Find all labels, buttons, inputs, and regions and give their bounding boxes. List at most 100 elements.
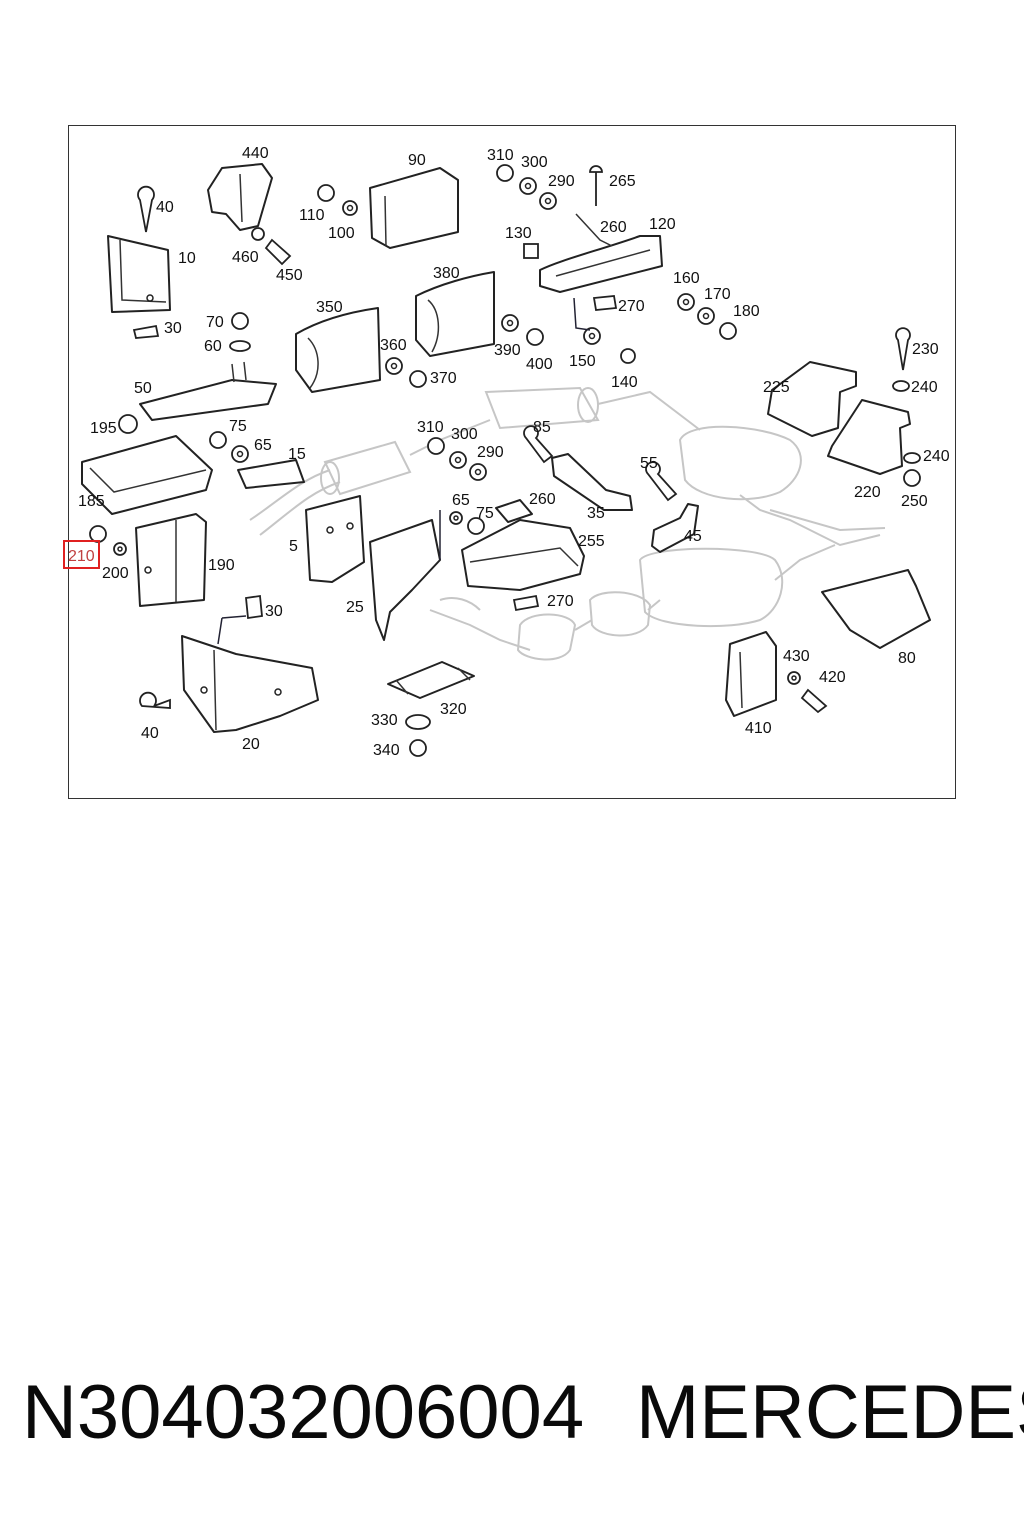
heat-shield-25 xyxy=(369,510,441,641)
heat-shield-90 xyxy=(369,167,459,249)
callout-25: 25 xyxy=(346,599,364,616)
callout-290-top: 290 xyxy=(548,173,575,190)
callout-40-bottom: 40 xyxy=(141,725,159,742)
callout-labels: 440 90 310 300 290 265 40 110 100 130 26… xyxy=(63,145,950,759)
callout-200: 200 xyxy=(102,565,129,582)
callout-195: 195 xyxy=(90,420,117,437)
hardware xyxy=(89,164,921,757)
callout-35: 35 xyxy=(587,505,605,522)
heat-shield-410 xyxy=(725,631,777,717)
heat-shield-190 xyxy=(135,513,207,607)
callout-85: 85 xyxy=(533,419,551,436)
callout-340: 340 xyxy=(373,742,400,759)
callout-360: 360 xyxy=(380,337,407,354)
callout-300-top: 300 xyxy=(521,154,548,171)
callout-240-right: 240 xyxy=(923,448,950,465)
callout-255: 255 xyxy=(578,533,605,550)
callout-250: 250 xyxy=(901,493,928,510)
heat-shield-80 xyxy=(821,569,931,649)
callout-380: 380 xyxy=(433,265,460,282)
callout-120: 120 xyxy=(649,216,676,233)
callout-65-mid: 65 xyxy=(452,492,470,509)
callout-350: 350 xyxy=(316,299,343,316)
heat-shield-255 xyxy=(461,499,585,591)
callout-70: 70 xyxy=(206,314,224,331)
callout-210-highlight: 210 xyxy=(63,540,100,569)
callout-90: 90 xyxy=(408,152,426,169)
callout-80: 80 xyxy=(898,650,916,667)
bracket-15 xyxy=(237,459,305,489)
bracket-185 xyxy=(81,435,213,515)
callout-220: 220 xyxy=(854,484,881,501)
callout-190: 190 xyxy=(208,557,235,574)
callout-440: 440 xyxy=(242,145,269,162)
callout-20: 20 xyxy=(242,736,260,753)
bracket-220 xyxy=(827,399,911,475)
callout-130: 130 xyxy=(505,225,532,242)
callout-75-mid: 75 xyxy=(476,505,494,522)
callout-260-top: 260 xyxy=(600,219,627,236)
callout-180: 180 xyxy=(733,303,760,320)
callout-230: 230 xyxy=(912,341,939,358)
callout-150: 150 xyxy=(569,353,596,370)
callout-30-mid: 30 xyxy=(265,603,283,620)
callout-310-top: 310 xyxy=(487,147,514,164)
callout-30-top: 30 xyxy=(164,320,182,337)
brand-name: MERCEDES xyxy=(636,1370,1024,1455)
callout-50: 50 xyxy=(134,380,152,397)
bracket-225 xyxy=(767,361,857,437)
callout-100: 100 xyxy=(328,225,355,242)
heat-shield-350 xyxy=(295,307,381,393)
callout-430: 430 xyxy=(783,648,810,665)
callout-170: 170 xyxy=(704,286,731,303)
rubber-mount-320 xyxy=(387,661,475,699)
callout-290-mid: 290 xyxy=(477,444,504,461)
footer: N304032006004 MERCEDES xyxy=(0,1375,1024,1475)
callout-265: 265 xyxy=(609,173,636,190)
bracket-35 xyxy=(551,453,633,511)
callout-260-mid: 260 xyxy=(529,491,556,508)
callout-225: 225 xyxy=(763,379,790,396)
callout-410: 410 xyxy=(745,720,772,737)
heat-shield-10 xyxy=(107,235,171,313)
callout-10: 10 xyxy=(178,250,196,267)
diagram-frame xyxy=(68,125,956,799)
callout-390: 390 xyxy=(494,342,521,359)
callout-75-left: 75 xyxy=(229,418,247,435)
callout-420: 420 xyxy=(819,669,846,686)
callout-320: 320 xyxy=(440,701,467,718)
callout-5: 5 xyxy=(289,538,298,555)
callout-140: 140 xyxy=(611,374,638,391)
callout-400: 400 xyxy=(526,356,553,373)
bracket-120 xyxy=(539,213,663,293)
bracket-50 xyxy=(139,361,277,421)
callout-240-top: 240 xyxy=(911,379,938,396)
callout-65-left: 65 xyxy=(254,437,272,454)
callout-450: 450 xyxy=(276,267,303,284)
callout-15: 15 xyxy=(288,446,306,463)
callout-270-mid: 270 xyxy=(547,593,574,610)
callout-370: 370 xyxy=(430,370,457,387)
callout-60: 60 xyxy=(204,338,222,355)
callout-300-mid: 300 xyxy=(451,426,478,443)
callout-460: 460 xyxy=(232,249,259,266)
callout-330: 330 xyxy=(371,712,398,729)
heat-shield-20 xyxy=(181,635,319,733)
part-number: N304032006004 xyxy=(22,1370,585,1455)
exhaust-system-ghost xyxy=(249,386,886,661)
heat-shield-380 xyxy=(415,271,495,357)
bracket-45 xyxy=(651,503,699,553)
callout-45: 45 xyxy=(684,528,702,545)
callout-310-mid: 310 xyxy=(417,419,444,436)
callout-270-top: 270 xyxy=(618,298,645,315)
highlight-box xyxy=(63,540,100,569)
callout-210: 210 xyxy=(68,548,95,565)
callout-55: 55 xyxy=(640,455,658,472)
callout-185: 185 xyxy=(78,493,105,510)
heat-shield-5 xyxy=(305,495,365,583)
callout-160: 160 xyxy=(673,270,700,287)
callout-40-top: 40 xyxy=(156,199,174,216)
callout-110: 110 xyxy=(299,207,325,224)
bracket-440 xyxy=(207,163,273,231)
